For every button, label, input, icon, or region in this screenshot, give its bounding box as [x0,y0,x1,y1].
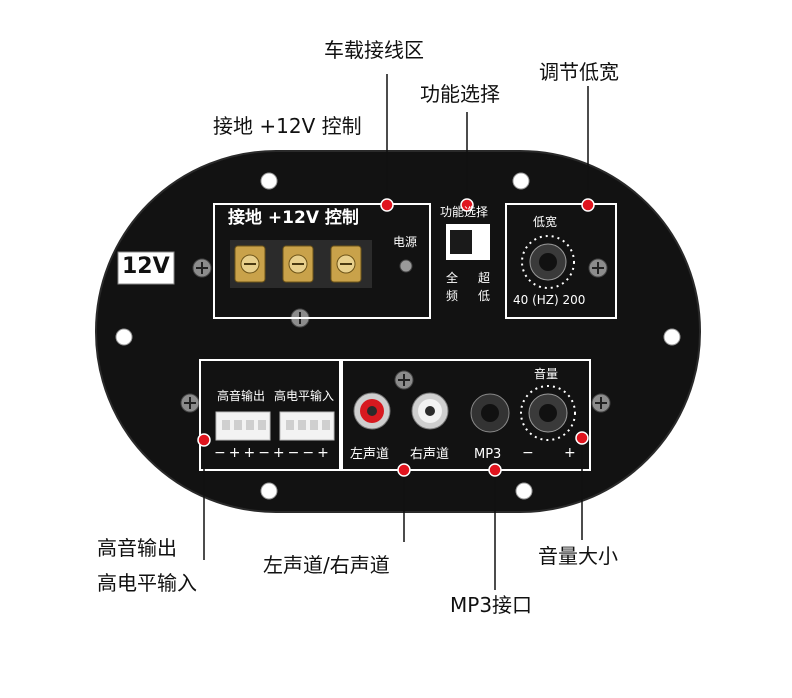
high-level-in-label: 高电平输入 [274,389,335,403]
mp3-jack-icon[interactable] [470,393,510,433]
bass-range: 40 (HZ) 200 [513,293,586,307]
audio-frame [341,359,591,471]
callout-left-right-channel: 左声道/右声道 [263,553,390,577]
callout-mp3-port: MP3接口 [450,593,533,617]
amplifier-board [95,150,701,513]
leader-lines [203,74,589,590]
switch-super: 超 [478,271,491,285]
bass-title: 低宽 [533,215,558,229]
switch-slider[interactable] [450,230,472,254]
marker-icon [575,431,589,445]
callout-high-level-in: 高电平输入 [97,571,197,595]
marker-icon [397,463,411,477]
mounting-hole-icon [515,482,533,500]
terminal-icon [330,245,362,283]
terminal-frame [213,203,431,319]
mounting-hole-icon [115,328,133,346]
callout-function-select: 功能选择 [420,82,500,106]
screw-icon [180,393,200,413]
power-led-icon [399,259,413,273]
bass-frame [505,203,617,319]
switch-low: 低 [478,289,491,303]
volume-knob[interactable] [520,385,576,441]
polarity-label: −++−+−−+ [214,445,332,461]
right-channel-label: 右声道 [410,447,450,462]
callout-adjust-lowpass: 调节低宽 [539,60,619,84]
callout-treble-out: 高音输出 [97,536,177,560]
mounting-hole-icon [260,482,278,500]
screw-icon [591,393,611,413]
mounting-hole-icon [260,172,278,190]
switch-full: 全 [446,271,459,285]
mounting-hole-icon [512,172,530,190]
input-frame [199,359,341,471]
mounting-hole-icon [663,328,681,346]
callout-wiring-zone: 车载接线区 [324,38,424,62]
power-label: 电源 [393,235,418,249]
white-connectors [215,411,335,441]
red-markers [197,198,595,477]
rca-left-icon[interactable] [353,392,391,430]
marker-icon [380,198,394,212]
volume-plus-label: + [564,445,576,461]
volume-minus-label: − [522,445,534,461]
voltage-badge-bg [117,251,175,285]
screw-terminal-block [230,240,372,288]
switch-title: 功能选择 [440,205,489,219]
marker-icon [197,433,211,447]
terminal-label: 接地 +12V 控制 [228,208,359,228]
terminal-icon [282,245,314,283]
callout-ground-12v-control: 接地 +12V 控制 [213,114,362,138]
bass-knob[interactable] [521,235,575,289]
callout-volume: 音量大小 [538,544,618,568]
screw-icon [588,258,608,278]
terminal-icon [234,245,266,283]
screw-icon [192,258,212,278]
marker-icon [460,198,474,212]
left-channel-label: 左声道 [350,447,390,462]
marker-icon [581,198,595,212]
screw-icon [394,370,414,390]
mp3-label: MP3 [474,447,502,462]
switch-freq: 频 [446,289,459,303]
rca-right-icon[interactable] [411,392,449,430]
marker-icon [488,463,502,477]
treble-out-label: 高音输出 [217,389,266,403]
volume-title: 音量 [534,367,559,381]
voltage-badge: 12V [122,254,170,279]
mounting-holes [115,172,681,500]
